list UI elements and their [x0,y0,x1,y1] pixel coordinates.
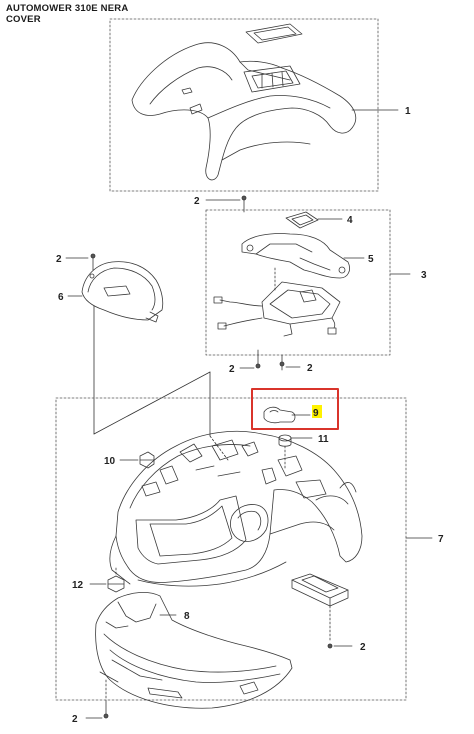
button-cover-part [285,211,319,229]
diagram-title: AUTOMOWER 310E NERA [6,3,129,14]
charge-contact-part [291,573,349,607]
callout-8: 8 [184,611,190,622]
screw-part-f [103,699,109,719]
callout-3: 3 [421,270,427,281]
screw-part-d [90,253,96,271]
diagram-subtitle: COVER [6,14,41,25]
callout-2-bottom-right: 2 [360,642,366,653]
callout-2-mid-left: 2 [229,364,235,375]
circuit-board-part [213,267,341,337]
callout-6: 6 [58,292,64,303]
callout-12: 12 [72,580,84,591]
hatch-cover-part [81,261,164,323]
callout-9: 9 [313,408,319,419]
callout-7: 7 [438,534,444,545]
callout-10: 10 [104,456,116,467]
main-body-part [109,430,363,587]
screw-part-a [241,195,247,213]
callout-1: 1 [405,106,411,117]
callout-4: 4 [347,215,353,226]
callout-5: 5 [368,254,374,265]
callout-11: 11 [318,434,329,445]
highlight-box-part-9 [251,388,339,430]
display-bracket-part [241,233,350,279]
nut-part-a [139,451,155,469]
top-cover-part [131,23,357,181]
callout-2-left: 2 [56,254,62,265]
group-box-main-body [55,397,407,701]
callout-2-top: 2 [194,196,200,207]
clip-part [263,406,296,424]
callout-2-bottom-left: 2 [72,714,78,725]
group-box-top-cover [109,18,379,192]
nut-part-b [107,567,125,593]
front-bumper-part [95,592,293,709]
screw-part-b [255,349,261,369]
highlight-fill-part-9 [312,405,322,418]
group-box-display-assembly [205,209,391,356]
callout-2-mid-right: 2 [307,363,313,374]
screw-part-c [279,354,285,371]
screw-part-e [327,605,333,649]
